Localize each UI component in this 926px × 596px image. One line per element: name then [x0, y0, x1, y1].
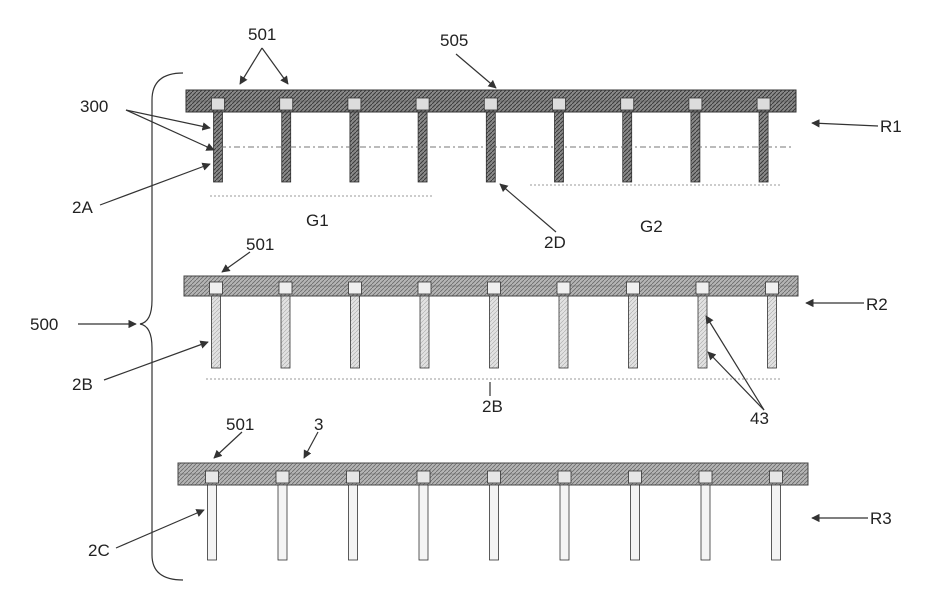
- row-r2: [184, 276, 798, 379]
- finger-joint: [418, 282, 431, 294]
- label-2c: 2C: [88, 541, 110, 560]
- label-500: 500: [30, 315, 58, 334]
- label-501-low: 501: [226, 415, 254, 434]
- finger-joint: [553, 98, 566, 110]
- finger-joint: [206, 471, 219, 483]
- finger-joint: [276, 471, 289, 483]
- finger: [559, 296, 568, 368]
- finger: [698, 296, 707, 368]
- finger-joint: [558, 471, 571, 483]
- finger: [701, 485, 710, 560]
- finger: [278, 485, 287, 560]
- finger-joint: [766, 282, 779, 294]
- group-brace: [140, 73, 183, 580]
- finger: [419, 485, 428, 560]
- label-r3: R3: [870, 509, 892, 528]
- finger: [351, 296, 360, 368]
- finger-joint: [621, 98, 634, 110]
- finger: [631, 485, 640, 560]
- finger-joint: [627, 282, 640, 294]
- finger: [349, 485, 358, 560]
- finger-joint: [699, 471, 712, 483]
- label-2b-bottom: 2B: [482, 397, 503, 416]
- finger: [490, 296, 499, 368]
- finger-joint: [488, 282, 501, 294]
- label-505: 505: [440, 31, 468, 50]
- finger-joint: [629, 471, 642, 483]
- label-501-mid: 501: [246, 235, 274, 254]
- label-g1: G1: [306, 211, 329, 230]
- finger-joint: [349, 282, 362, 294]
- label-43: 43: [750, 409, 769, 428]
- finger-joint: [416, 98, 429, 110]
- finger-joint: [484, 98, 497, 110]
- label-501-top: 501: [248, 25, 276, 44]
- finger: [420, 296, 429, 368]
- finger: [768, 296, 777, 368]
- label-2a: 2A: [72, 198, 93, 217]
- finger-joint: [279, 282, 292, 294]
- row-r1: [186, 90, 796, 196]
- label-r2: R2: [866, 295, 888, 314]
- finger: [560, 485, 569, 560]
- finger-joint: [696, 282, 709, 294]
- label-g2: G2: [640, 217, 663, 236]
- row-r3: [178, 463, 808, 560]
- finger-joint: [488, 471, 501, 483]
- finger-joint: [770, 471, 783, 483]
- finger: [208, 485, 217, 560]
- label-2d: 2D: [544, 233, 566, 252]
- finger: [772, 485, 781, 560]
- finger: [212, 296, 221, 368]
- label-300: 300: [80, 97, 108, 116]
- finger-joint: [689, 98, 702, 110]
- finger-joint: [417, 471, 430, 483]
- label-2b-left: 2B: [72, 375, 93, 394]
- finger-joint: [347, 471, 360, 483]
- finger-joint: [557, 282, 570, 294]
- finger: [281, 296, 290, 368]
- label-r1: R1: [880, 117, 902, 136]
- finger-joint: [348, 98, 361, 110]
- finger: [629, 296, 638, 368]
- label-3: 3: [314, 415, 323, 434]
- finger-joint: [280, 98, 293, 110]
- finger-joint: [212, 98, 225, 110]
- finger-joint: [210, 282, 223, 294]
- finger-joint: [757, 98, 770, 110]
- finger: [490, 485, 499, 560]
